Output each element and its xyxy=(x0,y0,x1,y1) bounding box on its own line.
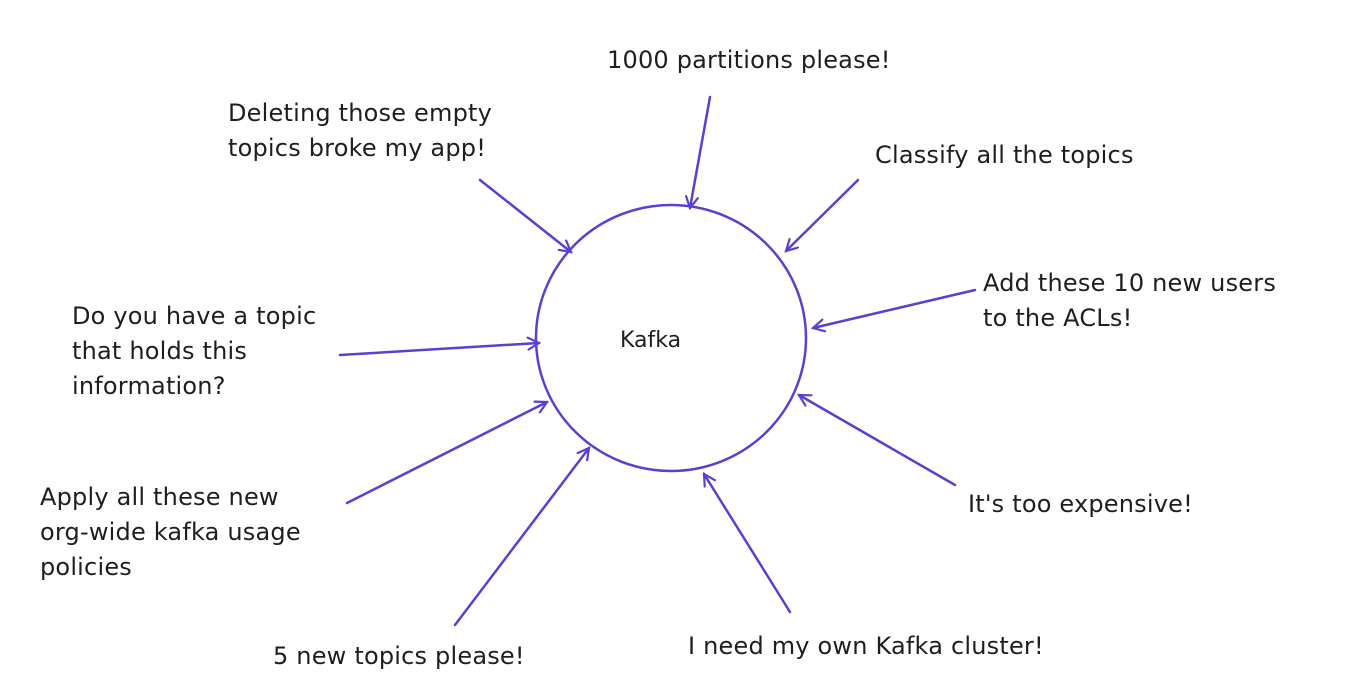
arrow-deleting xyxy=(478,178,571,252)
request-own-cluster: I need my own Kafka cluster! xyxy=(688,629,1044,664)
request-classify: Classify all the topics xyxy=(875,138,1134,173)
arrow-policies xyxy=(345,402,547,505)
text-line: 1000 partitions please! xyxy=(607,46,891,74)
text-line: 5 new topics please! xyxy=(273,642,525,670)
text-line: that holds this xyxy=(72,337,248,365)
arrow-new-topics xyxy=(453,448,589,627)
text-line: I need my own Kafka cluster! xyxy=(688,632,1044,660)
text-line: Add these 10 new users xyxy=(983,269,1277,297)
text-line: topics broke my app! xyxy=(228,134,487,162)
text-line: to the ACLs! xyxy=(983,304,1133,332)
request-deleting: Deleting those empty topics broke my app… xyxy=(228,96,492,166)
arrow-own-cluster xyxy=(702,474,792,614)
text-line: Apply all these new xyxy=(40,483,279,511)
arrow-topic-info xyxy=(338,343,539,357)
request-acls: Add these 10 new users to the ACLs! xyxy=(983,266,1276,336)
arrow-acls xyxy=(813,288,977,328)
kafka-label: Kafka xyxy=(620,328,682,353)
arrow-classify xyxy=(786,178,860,251)
text-line: Deleting those empty xyxy=(228,99,493,127)
text-line: org-wide kafka usage xyxy=(40,518,301,546)
request-partitions: 1000 partitions please! xyxy=(607,43,891,78)
request-new-topics: 5 new topics please! xyxy=(273,639,525,674)
request-topic-info: Do you have a topic that holds this info… xyxy=(72,299,316,404)
request-expensive: It's too expensive! xyxy=(968,487,1193,522)
arrow-expensive xyxy=(799,393,957,487)
text-line: information? xyxy=(72,372,226,400)
text-line: Classify all the topics xyxy=(875,141,1134,169)
text-line: It's too expensive! xyxy=(968,490,1193,518)
request-policies: Apply all these new org-wide kafka usage… xyxy=(40,480,301,585)
arrow-partitions xyxy=(690,95,712,208)
text-line: Do you have a topic xyxy=(72,302,317,330)
text-line: policies xyxy=(40,553,132,581)
